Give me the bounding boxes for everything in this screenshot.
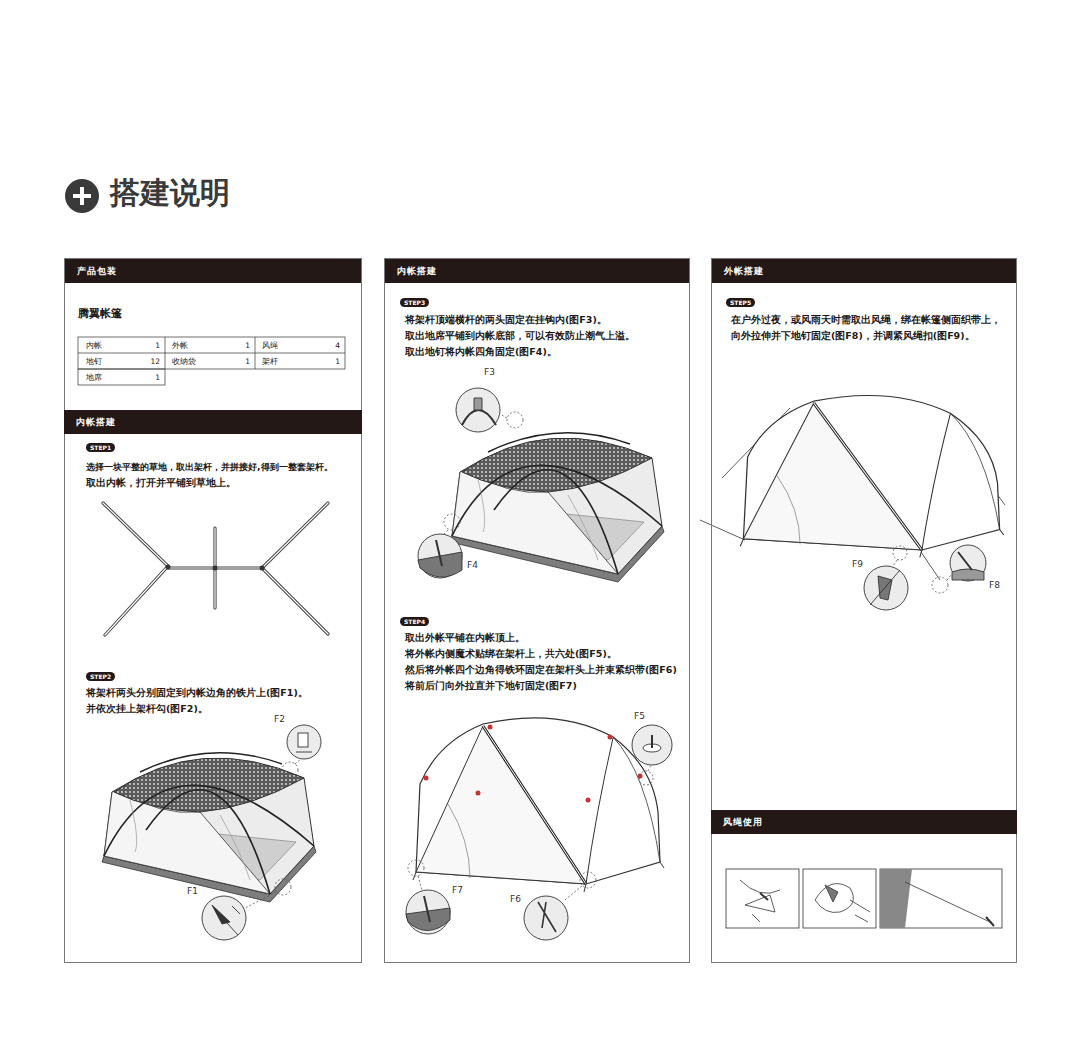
step-badge: STEP5 [726,298,755,307]
step-label: STEP1 [90,444,111,451]
callout-number: F8 [989,580,1000,591]
section-panel: 内帐搭建 STEP3STEP4 [384,258,690,963]
section-band: 风绳使用 [711,810,1017,834]
step-badge: STEP2 [86,672,115,681]
instruction-text: 取出地钉将内帐四角固定(图F4)。 [405,346,557,358]
callout-number: F1 [187,886,198,897]
step-badge: STEP4 [400,617,429,626]
callout-number: F4 [467,560,478,571]
instruction-text: 将外帐内侧魔术贴绑在架杆上，共六处(图F5)。 [405,648,617,660]
instruction-text: 取出内帐，打开并平铺到草地上。 [86,477,236,489]
callout-number: F6 [510,894,521,905]
table-cell: 1 [155,373,160,382]
table-cell: 1 [335,357,340,366]
instruction-text: 并依次挂上架杆勾(图F2)。 [86,703,208,715]
step-label: STEP4 [404,618,425,625]
table-cell: 1 [245,357,250,366]
table-cell: 地钉 [86,357,102,366]
callout-number: F2 [274,714,285,725]
section-heading: 产品包装 [65,259,361,283]
section-heading: 内帐搭建 [385,259,689,283]
instruction-text: 在户外过夜，或风雨天时需取出风绳，绑在帐篷侧面织带上， [731,314,1001,326]
table-cell: 1 [245,341,250,350]
step-label: STEP2 [90,673,111,680]
table-cell: 地席 [86,373,102,382]
step-label: STEP5 [730,299,751,306]
instruction-text: 将架杆两头分别固定到内帐边角的铁片上(图F1)。 [86,687,308,699]
callout-number: F9 [852,559,863,570]
table-cell: 12 [150,357,160,366]
section-heading: 外帐搭建 [712,259,1016,283]
instruction-text: 向外拉伸并下地钉固定(图F8)，并调紧风绳扣(图F9)。 [731,330,975,342]
step-badge: STEP1 [86,443,115,452]
page-title: 搭建说明 [110,175,230,211]
table-cell: 4 [335,341,340,350]
table-cell: 收纳袋 [172,357,196,366]
section-band: 内帐搭建 [64,410,362,434]
callout-number: F5 [634,711,645,722]
section-heading: 内帐搭建 [64,410,362,434]
instruction-text: 取出地席平铺到内帐底部，可以有效防止潮气上溢。 [405,330,635,342]
table-cell: 风绳 [262,341,278,350]
instruction-text: 将架杆顶端横杆的两头固定在挂钩内(图F3)。 [405,314,607,326]
step-label: STEP3 [404,299,425,306]
callout-number: F3 [484,367,495,378]
section-panel: 产品包装内帐搭建 STEP1STEP2 [64,258,362,963]
instruction-text: 选择一块平整的草地，取出架杆，并拼接好,得到一整套架杆。 [86,461,333,473]
table-cell: 内帐 [86,341,102,350]
step-badge: STEP3 [400,298,429,307]
table-cell: 1 [155,341,160,350]
table-cell: 架杆 [262,357,278,366]
section-heading: 风绳使用 [711,810,1017,834]
instruction-text: 将前后门向外拉直并下地钉固定(图F7) [405,680,577,692]
instruction-text: 腾翼帐篷 [78,307,122,321]
callout-number: F7 [452,885,463,896]
table-cell: 外帐 [172,341,188,350]
instruction-text: 然后将外帐四个边角得铁环固定在架杆头上并束紧织带(图F6) [405,664,677,676]
instruction-text: 取出外帐平铺在内帐顶上。 [405,632,525,644]
section-panel: 外帐搭建 STEP5 风绳使用 [711,258,1017,963]
